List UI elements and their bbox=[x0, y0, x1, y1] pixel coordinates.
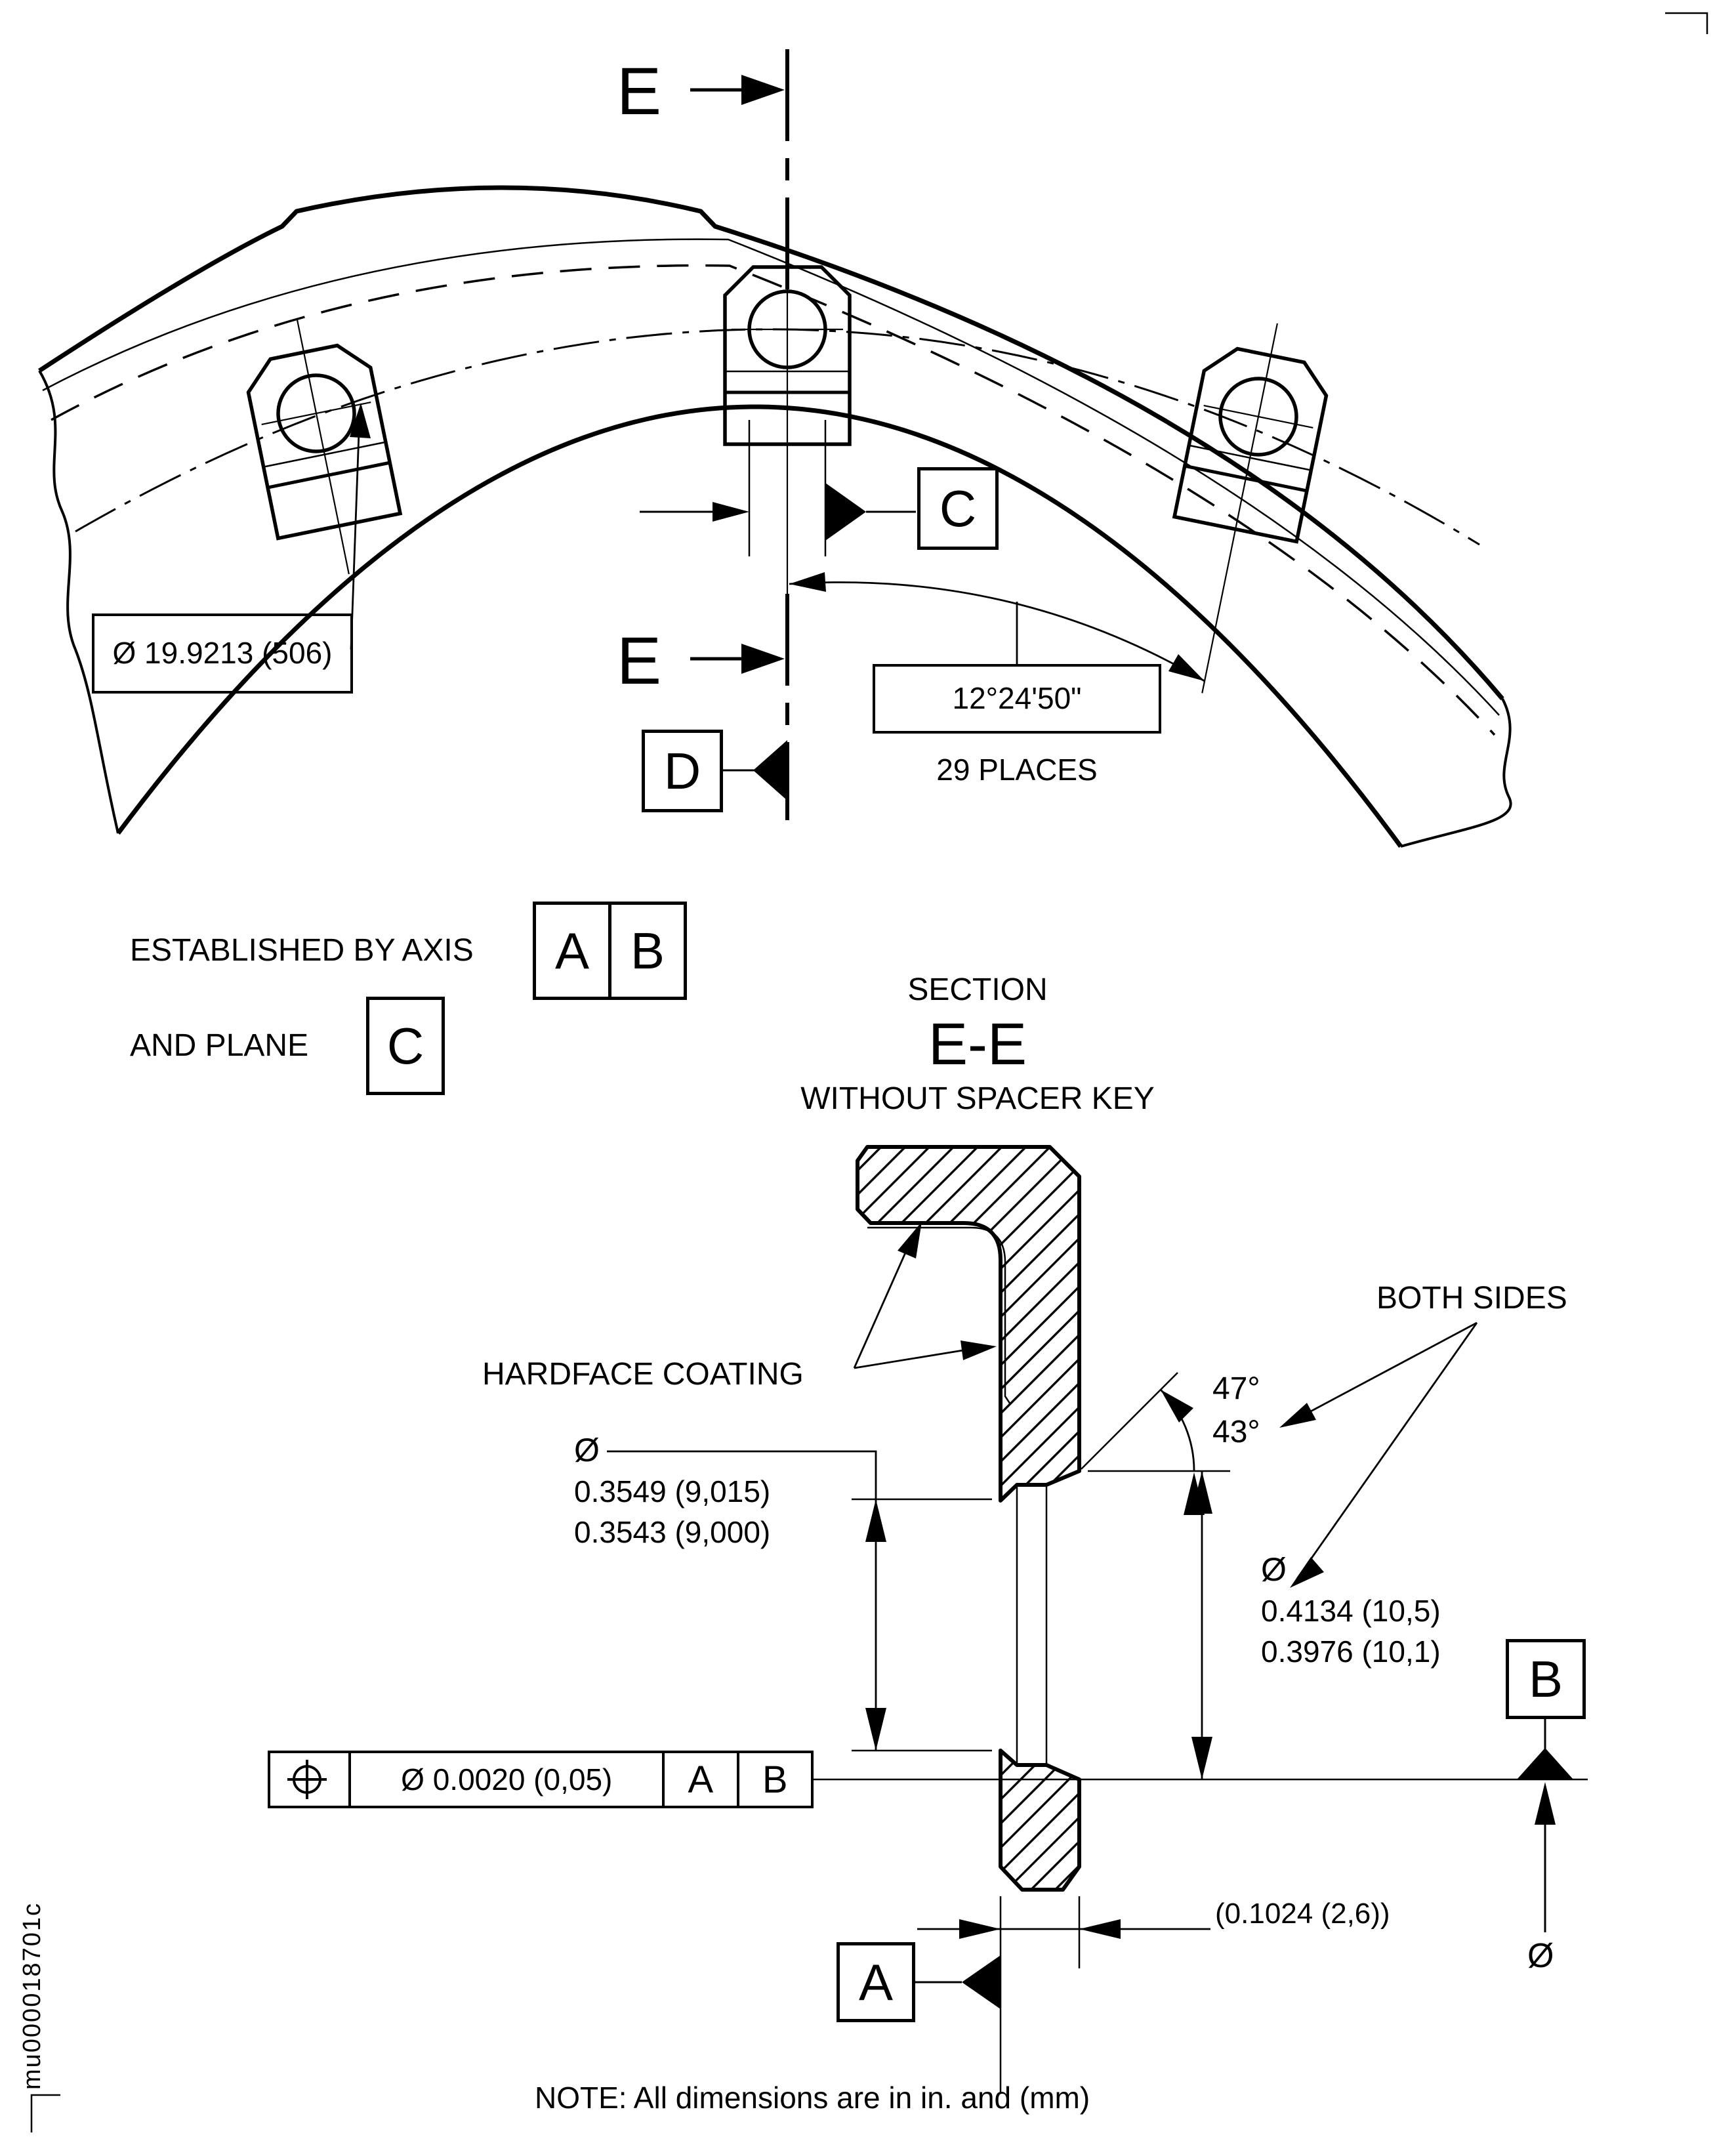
datum-d-box: D bbox=[642, 730, 723, 812]
leader-arrow-icon bbox=[350, 403, 371, 438]
inner-arc-edge bbox=[116, 404, 1403, 848]
datum-c-feature bbox=[640, 420, 916, 556]
dimension-arrow-icon bbox=[713, 502, 749, 522]
lug-angle-callout: 12°24'50" bbox=[873, 664, 1161, 734]
datum-c-ref-letter: C bbox=[386, 1016, 424, 1075]
fcf-datum2-cell: B bbox=[736, 1753, 811, 1806]
dimension-arrow-icon bbox=[1191, 1471, 1212, 1514]
outer-arc-edge bbox=[38, 185, 1504, 701]
established-by-axis-label: ESTABLISHED BY AXIS bbox=[130, 933, 474, 968]
bore-dia-symbol: Ø bbox=[574, 1432, 600, 1468]
document-number: mu000018701c bbox=[18, 1902, 46, 2090]
chamfer-angle-dimension bbox=[1081, 1372, 1230, 1515]
corner-mark-top-right bbox=[1665, 12, 1708, 34]
datum-b-box: B bbox=[1506, 1639, 1586, 1719]
datum-d-triangle-icon bbox=[753, 740, 787, 800]
datum-d-feature bbox=[722, 740, 787, 800]
datum-b-ref-cell: B bbox=[608, 902, 687, 1000]
section-title-id: E-E bbox=[928, 1012, 1027, 1077]
hidden-edge-dashed bbox=[51, 264, 1496, 736]
chamfer-dia-max: 0.4134 (10,5) bbox=[1261, 1594, 1441, 1628]
datum-c-box: C bbox=[917, 467, 999, 550]
bore-dia-min: 0.3543 (9,000) bbox=[574, 1515, 771, 1549]
chamfer-angle-max: 47° bbox=[1212, 1371, 1260, 1406]
datum-b-dia-symbol: Ø bbox=[1527, 1937, 1554, 1975]
chamfer-dia-dimension bbox=[1191, 1471, 1212, 1779]
section-view-linework bbox=[287, 1145, 1588, 2093]
datum-b-feature bbox=[814, 1718, 1588, 1932]
section-lower-body bbox=[999, 1749, 1081, 1892]
chamfer-dia-min: 0.3976 (10,1) bbox=[1261, 1634, 1441, 1669]
left-break-edge bbox=[38, 369, 119, 834]
section-label-e-bottom: E bbox=[617, 623, 662, 698]
pitch-diameter-callout: Ø 19.9213 (506) bbox=[92, 613, 353, 694]
right-lug bbox=[1172, 323, 1329, 694]
section-subtitle: WITHOUT SPACER KEY bbox=[800, 1081, 1155, 1116]
dimension-arrow-icon bbox=[1168, 654, 1205, 681]
top-view-linework bbox=[38, 49, 1512, 848]
datum-a-triangle-icon bbox=[962, 1955, 1001, 2009]
hardface-leaders bbox=[853, 1222, 997, 1369]
section-arrow-top-icon bbox=[690, 75, 785, 105]
dimension-arrow-icon bbox=[959, 1919, 1001, 1939]
fcf-tolerance-value: Ø 0.0020 (0,05) bbox=[401, 1762, 613, 1796]
dimension-arrow-icon bbox=[1535, 1782, 1556, 1825]
section-upper-body bbox=[856, 1145, 1081, 1503]
leader-arrow-icon bbox=[1279, 1403, 1316, 1428]
bore-dimension bbox=[607, 1450, 992, 1752]
datum-c-ref-box: C bbox=[366, 997, 445, 1095]
leader-arrow-icon bbox=[961, 1340, 997, 1360]
datum-b-ref-letter: B bbox=[630, 921, 665, 980]
web-thickness-value: (0.1024 (2,6)) bbox=[1215, 1898, 1390, 1930]
pitch-dia-leader bbox=[350, 403, 371, 650]
datum-b-triangle-icon bbox=[1517, 1748, 1573, 1779]
datum-a-box: A bbox=[837, 1942, 915, 2022]
right-break-edge bbox=[1400, 698, 1512, 848]
dimension-arrow-icon bbox=[1191, 1737, 1212, 1779]
leader-arrow-icon bbox=[898, 1222, 922, 1258]
section-arrow-bottom-icon bbox=[690, 644, 785, 674]
lug-places-label: 29 PLACES bbox=[936, 753, 1098, 787]
feature-control-frame: Ø 0.0020 (0,05) A B bbox=[268, 1751, 814, 1808]
both-sides-label: BOTH SIDES bbox=[1376, 1281, 1567, 1316]
dimension-arrow-icon bbox=[1161, 1390, 1193, 1423]
position-tolerance-icon bbox=[287, 1760, 327, 1799]
fcf-tolerance-cell: Ø 0.0020 (0,05) bbox=[348, 1753, 662, 1806]
fcf-symbol-cell bbox=[270, 1753, 348, 1806]
dimension-arrow-icon bbox=[1079, 1919, 1121, 1939]
section-label-e-top: E bbox=[617, 54, 662, 129]
datum-d-letter: D bbox=[663, 741, 701, 800]
datum-a-feature bbox=[915, 1955, 1001, 2009]
dimension-arrow-icon bbox=[865, 1499, 886, 1542]
datum-b-letter: B bbox=[1528, 1650, 1563, 1708]
datum-c-triangle-icon bbox=[825, 483, 866, 541]
left-lug bbox=[246, 320, 403, 575]
datum-a-ref-letter: A bbox=[554, 921, 590, 980]
fcf-datum1-cell: A bbox=[662, 1753, 736, 1806]
both-sides-leaders bbox=[1279, 1321, 1478, 1588]
hardface-coating-label: HARDFACE COATING bbox=[482, 1357, 804, 1392]
fcf-datum2-letter: B bbox=[762, 1758, 788, 1801]
units-note: NOTE: All dimensions are in in. and (mm) bbox=[535, 2081, 1090, 2115]
datum-c-letter: C bbox=[939, 479, 977, 537]
datum-ab-box: A B bbox=[533, 902, 687, 1000]
hardface-coating-line bbox=[867, 1226, 1012, 1405]
corner-mark-bottom-left bbox=[30, 2094, 60, 2132]
web-thickness-dimension bbox=[917, 1896, 1210, 2093]
chamfer-angle-min: 43° bbox=[1212, 1415, 1260, 1449]
bore-dia-max: 0.3549 (9,015) bbox=[574, 1474, 771, 1508]
and-plane-label: AND PLANE bbox=[130, 1028, 309, 1063]
leader-arrow-icon bbox=[1290, 1557, 1324, 1588]
dimension-arrow-icon bbox=[789, 572, 826, 592]
datum-a-ref-cell: A bbox=[533, 902, 611, 1000]
datum-a-letter: A bbox=[858, 1953, 894, 2011]
fcf-datum1-letter: A bbox=[688, 1758, 714, 1801]
dimension-arrow-icon bbox=[865, 1708, 886, 1751]
chamfer-dia-symbol: Ø bbox=[1261, 1551, 1287, 1588]
section-title: SECTION bbox=[907, 972, 1048, 1007]
angle-dimension bbox=[789, 572, 1205, 682]
